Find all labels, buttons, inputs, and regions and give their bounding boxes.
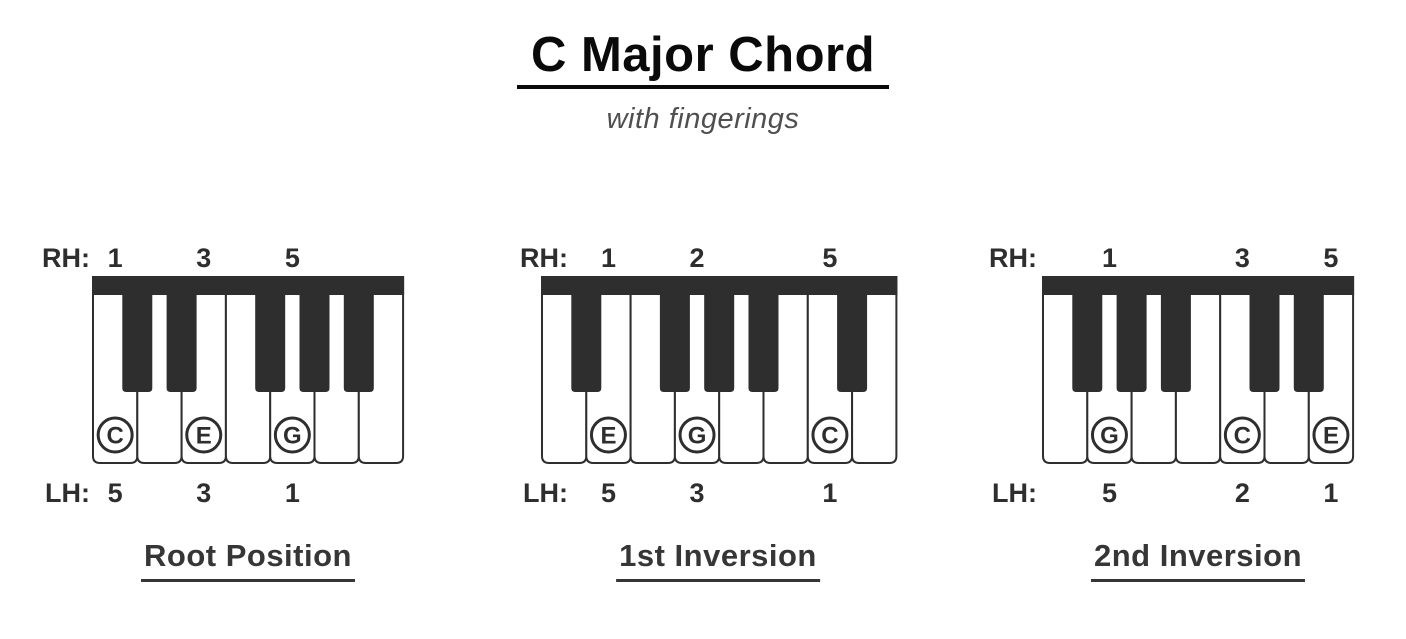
black-key-c-sharp (1249, 289, 1280, 392)
right-hand-label: RH: (520, 243, 568, 273)
note-circle-e (589, 416, 627, 454)
left-hand-label: LH: (992, 478, 1037, 508)
lh-finger-c: 2 (1235, 478, 1250, 508)
note-letter-e: E (1323, 422, 1339, 449)
black-key-d-sharp (166, 289, 197, 392)
note-letter-c: C (821, 422, 838, 449)
lh-finger-g: 3 (690, 478, 705, 508)
caption-1st-inversion: 1st Inversion (616, 538, 820, 582)
note-letter-g: G (1100, 422, 1119, 449)
right-hand-label: RH: (42, 243, 90, 273)
rh-finger-g: 1 (1102, 243, 1117, 273)
lh-finger-e: 3 (196, 478, 211, 508)
black-key-c-sharp (837, 289, 868, 392)
rh-finger-g: 5 (285, 243, 300, 273)
rh-finger-c: 1 (108, 243, 123, 273)
rh-finger-c: 5 (822, 243, 837, 273)
caption-2nd-inversion: 2nd Inversion (1090, 538, 1306, 582)
note-letter-e: E (196, 422, 212, 449)
rh-finger-e: 3 (196, 243, 211, 273)
lh-finger-c: 1 (822, 478, 837, 508)
lh-finger-c: 5 (108, 478, 123, 508)
black-key-d-sharp (1293, 289, 1324, 392)
black-key-g-sharp (299, 289, 330, 392)
page-title: C Major Chord (516, 26, 890, 89)
black-key-a-sharp (1160, 289, 1191, 392)
right-hand-label: RH: (989, 243, 1037, 273)
rh-finger-e: 1 (601, 243, 616, 273)
page-subtitle: with fingerings (606, 102, 800, 135)
note-letter-c: C (106, 422, 123, 449)
note-circle-c (96, 416, 134, 454)
header: C Major Chord with fingerings (0, 26, 1406, 136)
caption-root-position: Root Position (141, 538, 355, 582)
black-key-a-sharp (343, 289, 374, 392)
note-circle-e (1312, 416, 1350, 454)
black-key-f-sharp (255, 289, 286, 392)
rh-finger-g: 2 (690, 243, 705, 273)
keyboard-top-rail (540, 276, 898, 296)
black-key-d-sharp (571, 289, 602, 392)
black-key-g-sharp (1116, 289, 1147, 392)
rh-finger-c: 3 (1235, 243, 1250, 273)
lh-finger-e: 1 (1323, 478, 1338, 508)
lh-finger-e: 5 (601, 478, 616, 508)
black-key-c-sharp (122, 289, 153, 392)
note-circle-g (678, 416, 716, 454)
black-key-f-sharp (659, 289, 690, 392)
note-circle-e (185, 416, 223, 454)
note-letter-g: G (283, 422, 302, 449)
note-letter-c: C (1234, 422, 1251, 449)
lh-finger-g: 1 (285, 478, 300, 508)
note-letter-g: G (688, 422, 707, 449)
note-circle-c (1223, 416, 1261, 454)
note-circle-g (273, 416, 311, 454)
note-letter-e: E (600, 422, 616, 449)
black-key-g-sharp (704, 289, 735, 392)
left-hand-label: LH: (45, 478, 90, 508)
note-circle-c (811, 416, 849, 454)
left-hand-label: LH: (523, 478, 568, 508)
lh-finger-g: 5 (1102, 478, 1117, 508)
note-circle-g (1090, 416, 1128, 454)
rh-finger-e: 5 (1323, 243, 1338, 273)
black-key-f-sharp (1072, 289, 1103, 392)
black-key-a-sharp (748, 289, 779, 392)
